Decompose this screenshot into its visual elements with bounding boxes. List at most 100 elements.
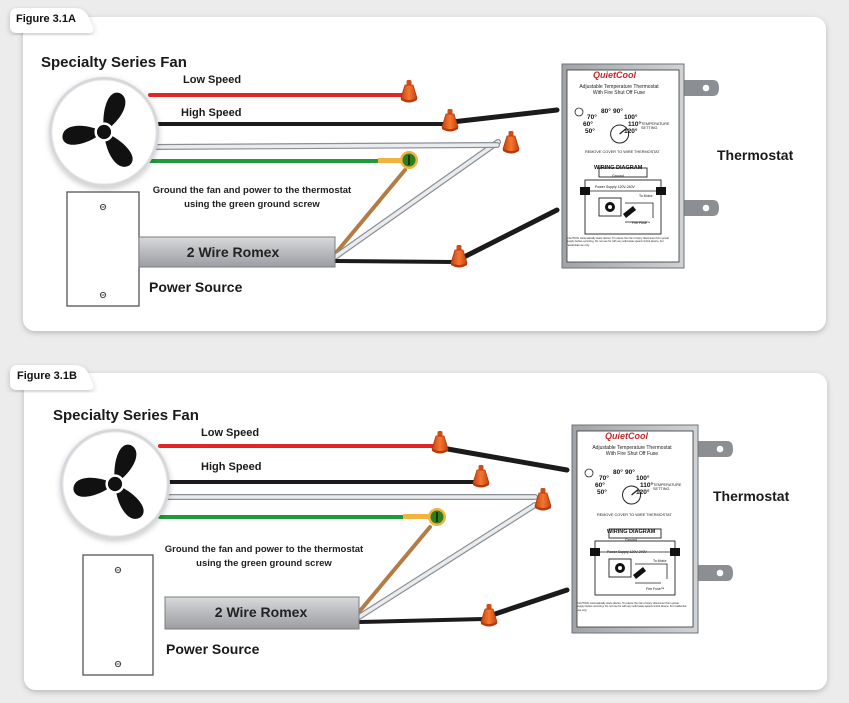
remove-cover-note: REMOVE COVER TO WIRE THERMOSTAT: [597, 513, 672, 517]
dial-pointer: [619, 128, 627, 135]
ground-screw-icon: [400, 151, 418, 169]
figure-tab-label: Figure 3.1B: [17, 370, 77, 382]
wire-nut-icon: [502, 131, 520, 154]
temp-60: 60°: [583, 121, 593, 128]
white-wire-romex: [333, 140, 500, 259]
ground-wire-copper: [357, 525, 432, 614]
temp-60: 60°: [595, 482, 605, 489]
wire-nut-icon: [450, 245, 468, 268]
power-source-box: [82, 554, 154, 676]
fan-blade: [115, 484, 144, 519]
high-speed-label: High Speed: [181, 107, 242, 119]
wire-nut-icon: [441, 109, 459, 132]
terminal-block-left: [580, 187, 590, 195]
power-box-plate: [66, 191, 140, 307]
black-wire-romex: [333, 259, 457, 264]
black-wire-to-thermostat: [489, 587, 570, 618]
fire-fuse-label: Fire Fuse™: [632, 221, 651, 225]
temp-80: 80°: [601, 108, 611, 115]
temp-90: 90°: [625, 469, 635, 476]
thermostat-subtitle: Adjustable Temperature Thermostat: [592, 445, 672, 451]
wiring-diagram-frame: [608, 528, 662, 539]
terminal-block-right: [656, 187, 666, 195]
thermostat-face-text: QuietCool Adjustable Temperature Thermos…: [567, 424, 697, 634]
black-wire-romex: [357, 617, 486, 624]
power-supply-label: Power Supply 120V-240V: [595, 185, 635, 189]
temp-110: 110°: [628, 121, 642, 128]
wire-nut-icon: [472, 465, 490, 488]
thermostat-face-text: QuietCool Adjustable Temperature Thermos…: [557, 63, 682, 269]
thermostat-subtitle-2: With Fire Shut Off Fuse: [605, 451, 659, 457]
wiring-diagram-frame: [598, 167, 648, 178]
dial-pointer: [631, 489, 638, 496]
temp-70: 70°: [587, 114, 597, 121]
fan-hub: [105, 474, 125, 494]
caution-text: CAUTION: Automatically starts device. To…: [567, 237, 670, 247]
mounting-tab: [679, 200, 719, 216]
wire-nut-skirt: [535, 506, 551, 511]
romex-label: 2 Wire Romex: [186, 244, 280, 260]
wire-nut-skirt: [473, 483, 489, 488]
low-speed-label: Low Speed: [183, 74, 242, 86]
thermostat-device: [561, 63, 719, 269]
mounting-hole: [716, 569, 724, 577]
figure-3-1a: [10, 8, 826, 331]
wd-knob-center: [608, 205, 612, 209]
black-wire-to-thermostat: [459, 207, 560, 261]
white-wire-romex: [357, 503, 537, 619]
romex-cable: [164, 596, 360, 630]
ground-wire-copper: [333, 168, 407, 256]
thermostat-device: [571, 424, 733, 634]
wiring-diagram-outline: [594, 540, 676, 596]
remove-cover-note: REMOVE COVER TO WIRE THERMOSTAT: [585, 150, 660, 154]
wd-fuse: [633, 567, 646, 579]
wire-nut-icon: [480, 604, 498, 627]
ground-label: Ground: [625, 538, 637, 542]
bare-copper-ground: [403, 514, 429, 519]
wd-motor-line: [635, 563, 668, 579]
mounting-hole: [716, 445, 724, 453]
fan-hub: [94, 122, 114, 142]
ground-screw-slot: [436, 512, 438, 522]
mounting-tab: [693, 565, 733, 581]
black-wire-to-thermostat: [449, 107, 560, 125]
thermostat-label-card: [566, 69, 680, 263]
fan-title: Specialty Series Fan: [53, 407, 199, 424]
fan-blade: [62, 125, 104, 145]
figure-tab: [10, 365, 94, 390]
fan-icon: [49, 77, 159, 187]
temp-80: 80°: [613, 469, 623, 476]
mounting-hole: [702, 204, 710, 212]
wiring-diagram-title: WIRING DIAGRAM: [607, 529, 656, 535]
wire-nut-icon: [534, 488, 552, 511]
wiring-diagram-outline: [584, 179, 662, 235]
ground-note: Ground the fan and power to the thermost…: [152, 185, 352, 210]
temperature-setting-label: TEMPERATURE SETTING: [641, 122, 670, 130]
terminal-block-right: [670, 548, 680, 556]
wire-nut-skirt: [503, 149, 519, 154]
fan-title: Specialty Series Fan: [41, 54, 187, 71]
wd-fuse: [623, 206, 636, 218]
white-wire-neutral: [148, 143, 499, 149]
fan-icon: [60, 429, 170, 539]
power-supply-label: Power Supply 120V-240V: [607, 550, 647, 554]
temp-110: 110°: [640, 482, 654, 489]
temp-50: 50°: [597, 489, 607, 496]
romex-label: 2 Wire Romex: [214, 604, 308, 620]
wire-nut-skirt: [451, 263, 467, 268]
temp-100: 100°: [624, 114, 638, 121]
ul-mark-icon: [574, 107, 584, 117]
low-speed-label: Low Speed: [201, 427, 260, 439]
ul-mark-icon: [584, 468, 594, 478]
romex-cable: [138, 236, 336, 268]
power-box-plate: [82, 554, 154, 676]
fan-blade: [73, 477, 115, 497]
to-motor-label: To Motor: [653, 559, 667, 563]
black-wire-to-thermostat: [439, 445, 570, 473]
ground-label: Ground: [612, 174, 624, 178]
to-motor-label: To Motor: [639, 194, 653, 198]
wd-motor-line: [625, 202, 654, 218]
wd-knob-center: [618, 566, 622, 570]
temp-100: 100°: [636, 475, 650, 482]
